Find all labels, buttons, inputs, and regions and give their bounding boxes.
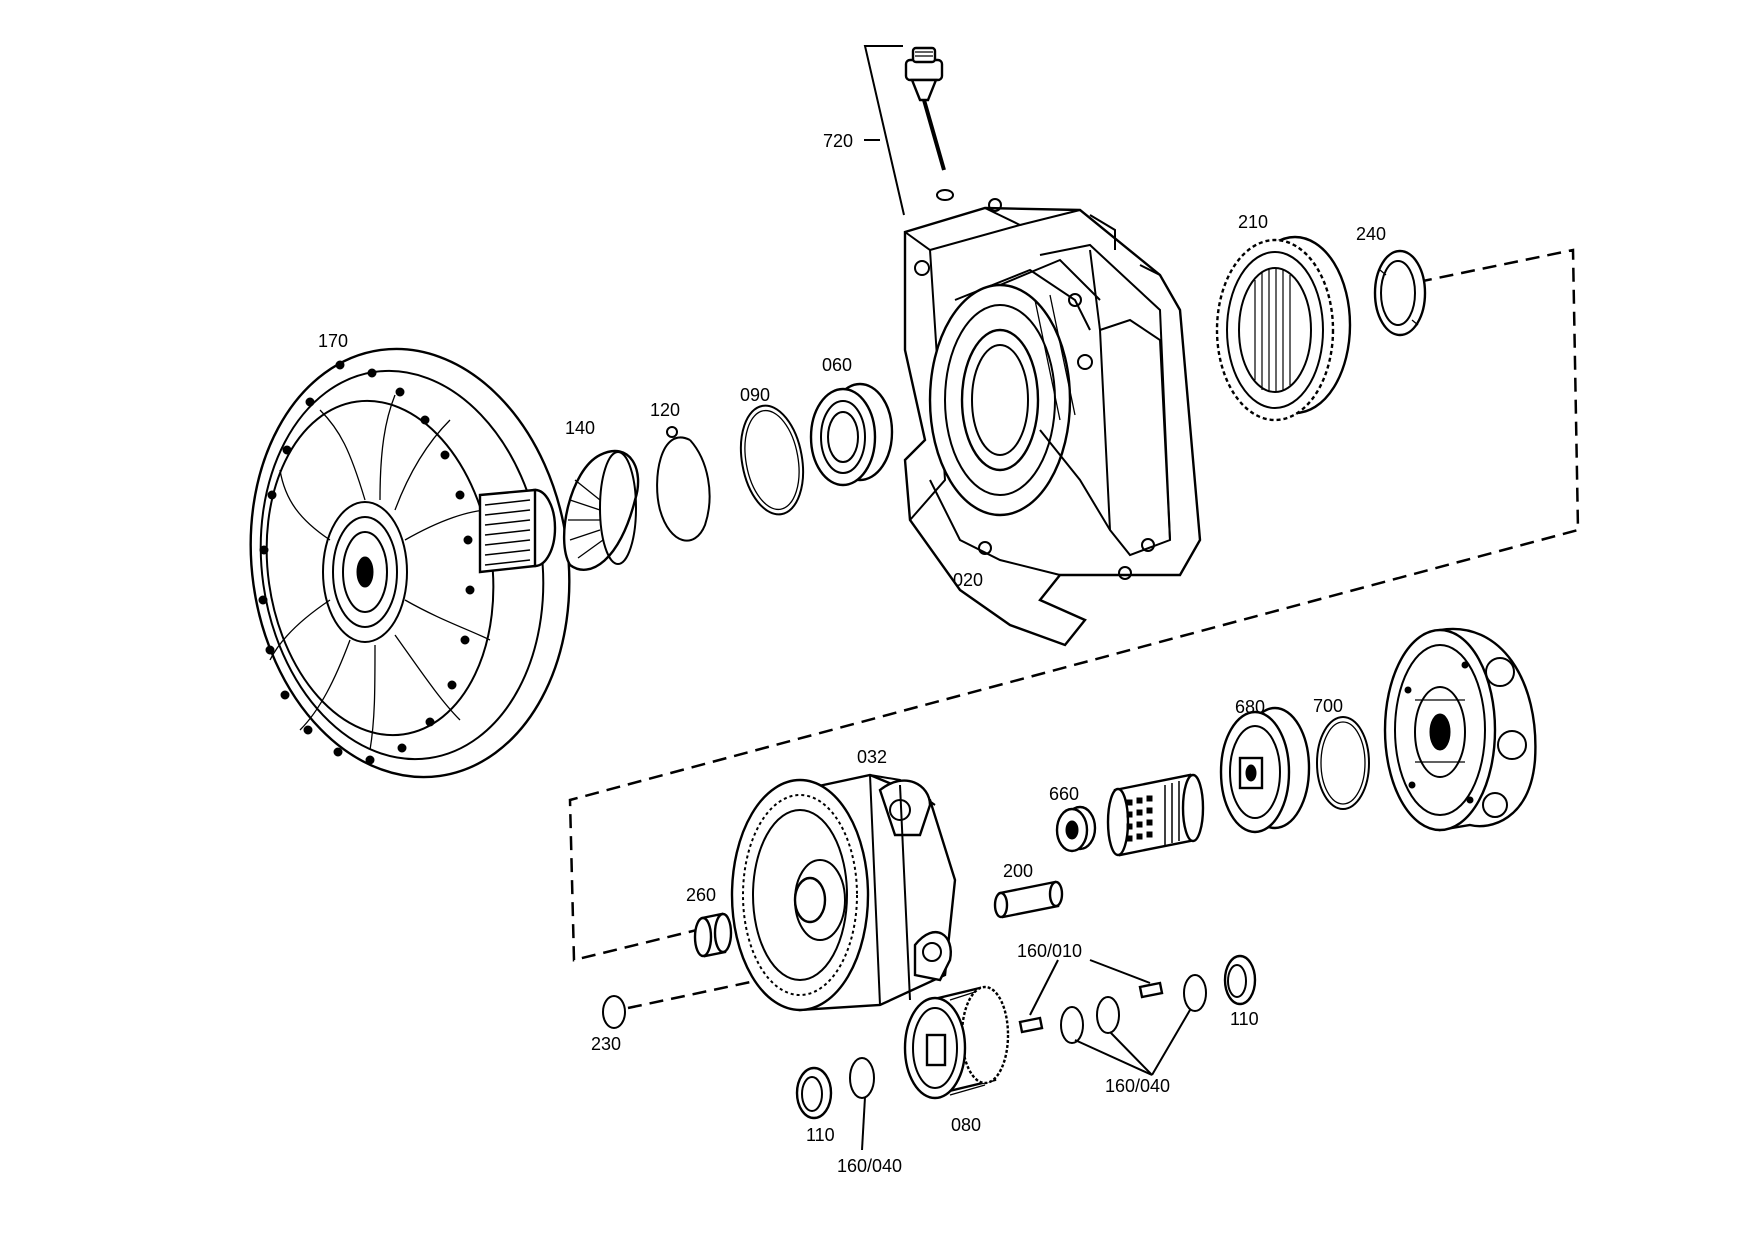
label-020: 020 xyxy=(953,570,983,590)
label-160-040-left: 160/040 xyxy=(837,1156,902,1176)
label-230: 230 xyxy=(591,1034,621,1054)
label-170: 170 xyxy=(318,331,348,351)
label-210: 210 xyxy=(1238,212,1268,232)
part-080-planet-gear xyxy=(903,985,1010,1100)
part-680-bearing xyxy=(1219,706,1311,834)
label-090: 090 xyxy=(740,385,770,405)
label-660: 660 xyxy=(1049,784,1079,804)
part-170-flange xyxy=(249,347,571,779)
part-060-bearing xyxy=(809,382,894,487)
label-160-040-right: 160/040 xyxy=(1105,1076,1170,1096)
part-planet-carrier-assembly xyxy=(1383,627,1537,832)
part-110-washer-left xyxy=(795,1066,833,1120)
part-032-planet-carrier xyxy=(730,773,957,1012)
part-260-bearing xyxy=(693,912,733,958)
part-120-circlip xyxy=(656,426,711,542)
label-032: 032 xyxy=(857,747,887,767)
callout-labels: 720 210 240 170 140 120 090 060 020 680 … xyxy=(318,131,1386,1176)
label-720: 720 xyxy=(823,131,853,151)
leader-lines xyxy=(861,959,1191,1151)
label-110-left: 110 xyxy=(806,1125,835,1145)
label-680: 680 xyxy=(1235,697,1265,717)
part-240-lock-nut xyxy=(1373,249,1427,337)
part-660-bearing xyxy=(1055,805,1097,853)
part-160-040-washers-right xyxy=(1060,974,1207,1044)
part-720-breather xyxy=(863,45,954,216)
part-160-040-washer-left xyxy=(849,1057,875,1099)
part-sun-gear-shaft xyxy=(1106,773,1205,857)
part-110-washer-right xyxy=(1223,954,1257,1006)
label-260: 260 xyxy=(686,885,716,905)
label-140: 140 xyxy=(565,418,595,438)
part-230-ring xyxy=(602,995,626,1029)
label-120: 120 xyxy=(650,400,680,420)
label-200: 200 xyxy=(1003,861,1033,881)
label-700: 700 xyxy=(1313,696,1343,716)
part-160-010-pins xyxy=(1018,981,1164,1034)
label-160-010: 160/010 xyxy=(1017,941,1082,961)
part-140-cover xyxy=(562,449,640,571)
label-080: 080 xyxy=(951,1115,981,1135)
part-020-housing xyxy=(903,198,1202,647)
part-200-pin xyxy=(993,880,1064,919)
assembly-dashed-line xyxy=(568,248,1580,1010)
part-090-ring xyxy=(739,404,805,516)
label-060: 060 xyxy=(822,355,852,375)
label-110-right: 110 xyxy=(1230,1009,1259,1029)
part-210-ring-gear xyxy=(1215,235,1352,422)
part-700-ring xyxy=(1316,716,1370,810)
label-240: 240 xyxy=(1356,224,1386,244)
